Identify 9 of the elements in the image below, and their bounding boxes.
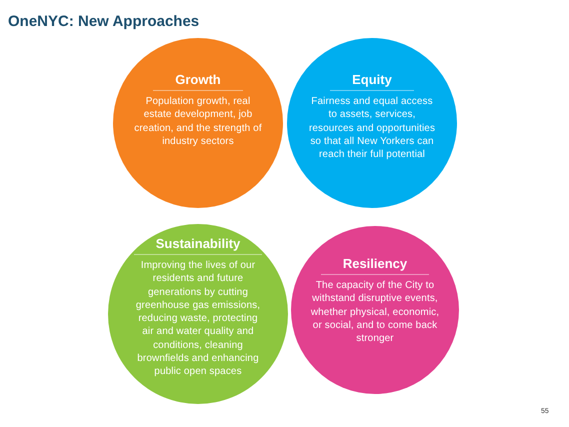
title: OneNYC: New Approaches — [8, 13, 200, 30]
circle-description: Population growth, real estate development, job creation, and the strength of industry sectors — [133, 95, 263, 148]
circle-description: Fairness and equal access to assets, services, resources and opportunities so that all New Yorkers can reach their full potential — [308, 95, 436, 162]
circle-description: The capacity of the City to withstand disruptive events, whether physical, economic, or social, and to come back stronger — [310, 279, 440, 346]
circle-description: Improving the lives of our residents and future generations by cutting greenhouse gas emissions, reducing waste, protecting air and water quality and conditions, cleaning brownfields and enhancing public open spaces — [134, 259, 262, 379]
circle-heading: Sustainability — [134, 236, 262, 255]
circle-heading: Resiliency — [320, 256, 430, 275]
circle-heading: Growth — [153, 72, 243, 91]
circle-heading: Equity — [330, 72, 414, 91]
